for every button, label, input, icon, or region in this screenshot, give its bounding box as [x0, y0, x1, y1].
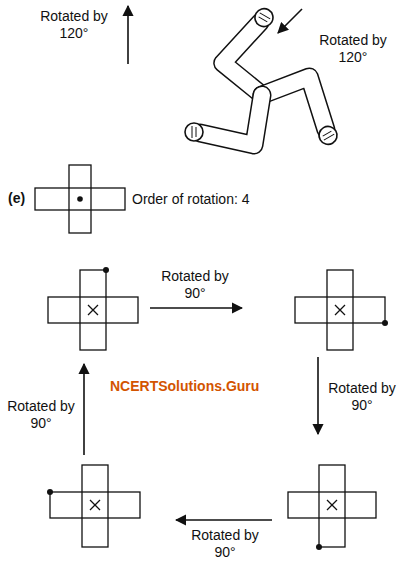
marker-dot	[382, 320, 388, 326]
rotation-arrow	[317, 357, 319, 434]
triskelion-figure	[163, 0, 380, 212]
watermark: NCERTSolutions.Guru	[110, 378, 259, 395]
cross-shape	[48, 270, 138, 350]
rotation-arrow	[176, 519, 272, 521]
rotation-arrow	[127, 6, 129, 64]
marker-dot	[103, 267, 109, 273]
rotation-label: Rotated by 120°	[310, 32, 396, 66]
marker-dot	[316, 544, 322, 550]
cross-shape	[35, 165, 125, 233]
cross-shape	[295, 270, 385, 350]
rotation-label: Rotated by 90°	[180, 527, 270, 561]
rotation-label: Rotated by 90°	[4, 398, 78, 432]
marker-dot	[47, 489, 53, 495]
rotation-arrow	[278, 9, 302, 33]
rotation-arrow	[150, 307, 242, 309]
cross-shape	[50, 465, 140, 547]
part-letter: (e)	[8, 190, 25, 207]
rotation-label: Rotated by 120°	[32, 8, 116, 42]
centre-dot	[77, 196, 83, 202]
cross-shape	[288, 465, 376, 547]
order-label: Order of rotation: 4	[132, 191, 250, 208]
rotation-arrow	[83, 364, 85, 455]
rotation-label: Rotated by 90°	[155, 268, 235, 302]
rotation-label: Rotated by 90°	[326, 380, 398, 414]
